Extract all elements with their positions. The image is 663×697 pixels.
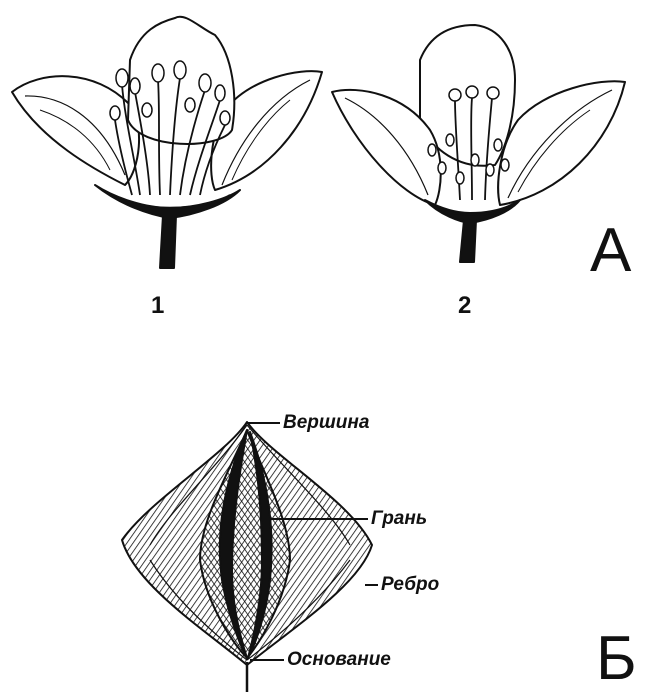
flower-1-stem — [160, 215, 176, 268]
edge-label: Ребро — [381, 575, 439, 594]
flower-2-stem — [460, 220, 476, 262]
flower-1-label: 1 — [151, 294, 164, 318]
flower-2-label: 2 — [458, 294, 471, 318]
flower-1-back-petal — [128, 17, 234, 144]
flower-1-illustration — [12, 17, 322, 268]
flower-1-left-petal — [12, 76, 139, 185]
base-label: Основание — [287, 650, 391, 669]
section-label-b: Б — [596, 628, 637, 690]
apex-label: Вершина — [283, 413, 369, 432]
section-label-a: А — [590, 220, 631, 282]
flower-2-illustration — [332, 25, 625, 262]
flower-2-right-petal — [498, 81, 625, 205]
face-label: Грань — [371, 509, 427, 528]
